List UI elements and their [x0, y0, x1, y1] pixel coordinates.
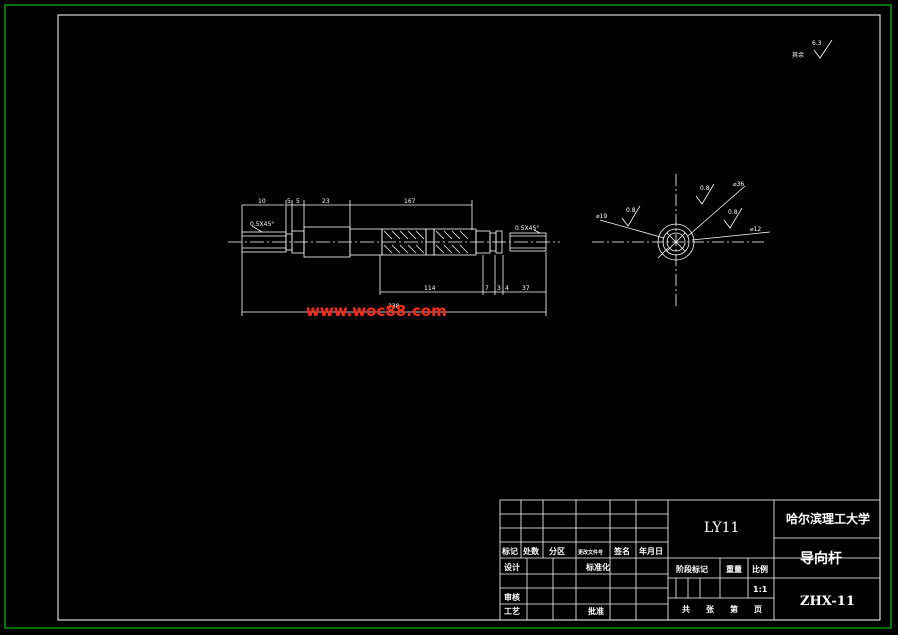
- svg-text:238: 238: [388, 303, 400, 310]
- shaft-side-view: [228, 200, 560, 316]
- svg-text:设计: 设计: [504, 562, 520, 572]
- svg-text:更改文件号: 更改文件号: [578, 549, 603, 556]
- svg-text:签名: 签名: [613, 546, 630, 556]
- svg-text:阶段标记: 阶段标记: [676, 564, 708, 574]
- svg-text:第: 第: [730, 604, 738, 614]
- svg-text:10: 10: [258, 198, 266, 205]
- svg-text:7: 7: [485, 285, 489, 292]
- svg-text:⌀12: ⌀12: [750, 226, 761, 233]
- svg-text:0.8: 0.8: [700, 185, 710, 192]
- svg-text:页: 页: [754, 605, 762, 614]
- svg-text:重量: 重量: [726, 564, 742, 574]
- right-thread-section: [509, 232, 547, 252]
- title-block-text: 标记 处数 分区 更改文件号 签名 年月日 设计 标准化 审核 工艺 批准 LY…: [501, 511, 870, 616]
- svg-text:3: 3: [497, 285, 501, 292]
- svg-text:5: 5: [287, 198, 291, 205]
- svg-text:0.8: 0.8: [728, 209, 738, 216]
- svg-text:审核: 审核: [504, 592, 520, 602]
- svg-text:4: 4: [505, 285, 509, 292]
- svg-text:批准: 批准: [588, 606, 604, 616]
- svg-text:张: 张: [706, 605, 715, 614]
- svg-text:年月日: 年月日: [639, 546, 663, 556]
- material-label: LY11: [704, 520, 739, 536]
- svg-text:167: 167: [404, 198, 416, 205]
- svg-text:6.3: 6.3: [812, 40, 822, 47]
- svg-text:23: 23: [322, 198, 330, 205]
- svg-text:⌀36: ⌀36: [733, 181, 744, 188]
- watermark-text: www.woc88.com: [306, 302, 447, 320]
- svg-text:⌀19: ⌀19: [596, 213, 607, 220]
- svg-text:其余: 其余: [792, 51, 804, 59]
- svg-text:5: 5: [296, 198, 300, 205]
- outer-border: [4, 4, 892, 629]
- svg-text:0.5X45°: 0.5X45°: [250, 221, 274, 228]
- svg-text:0.8: 0.8: [626, 207, 636, 214]
- roughness-symbol-icon: [813, 39, 833, 59]
- school-name: 哈尔滨理工大学: [786, 511, 870, 526]
- svg-text:37: 37: [522, 285, 530, 292]
- title-block: [499, 499, 881, 621]
- shaft-dimensions: 10 5 5 23 167 114 7 3 4 37 238 0.5X45° 0…: [250, 198, 539, 310]
- svg-text:处数: 处数: [522, 546, 540, 556]
- svg-text:工艺: 工艺: [504, 606, 520, 616]
- shaft-end-view: [592, 174, 771, 306]
- end-view-annotations: 0.8 0.8 0.8 ⌀36 ⌀19 ⌀12: [596, 181, 761, 233]
- part-name: 导向杆: [800, 550, 842, 567]
- svg-text:0.5X45°: 0.5X45°: [515, 225, 539, 232]
- svg-text:1:1: 1:1: [753, 585, 768, 594]
- inner-frame: [57, 14, 881, 621]
- svg-text:114: 114: [424, 285, 436, 292]
- drawing-number: ZHX-11: [800, 594, 855, 609]
- svg-text:标记: 标记: [501, 546, 518, 556]
- general-roughness-note: 其余 6.3: [792, 39, 833, 59]
- svg-text:分区: 分区: [549, 546, 565, 556]
- svg-text:比例: 比例: [752, 564, 768, 574]
- svg-text:标准化: 标准化: [585, 562, 610, 572]
- svg-text:共: 共: [682, 604, 690, 614]
